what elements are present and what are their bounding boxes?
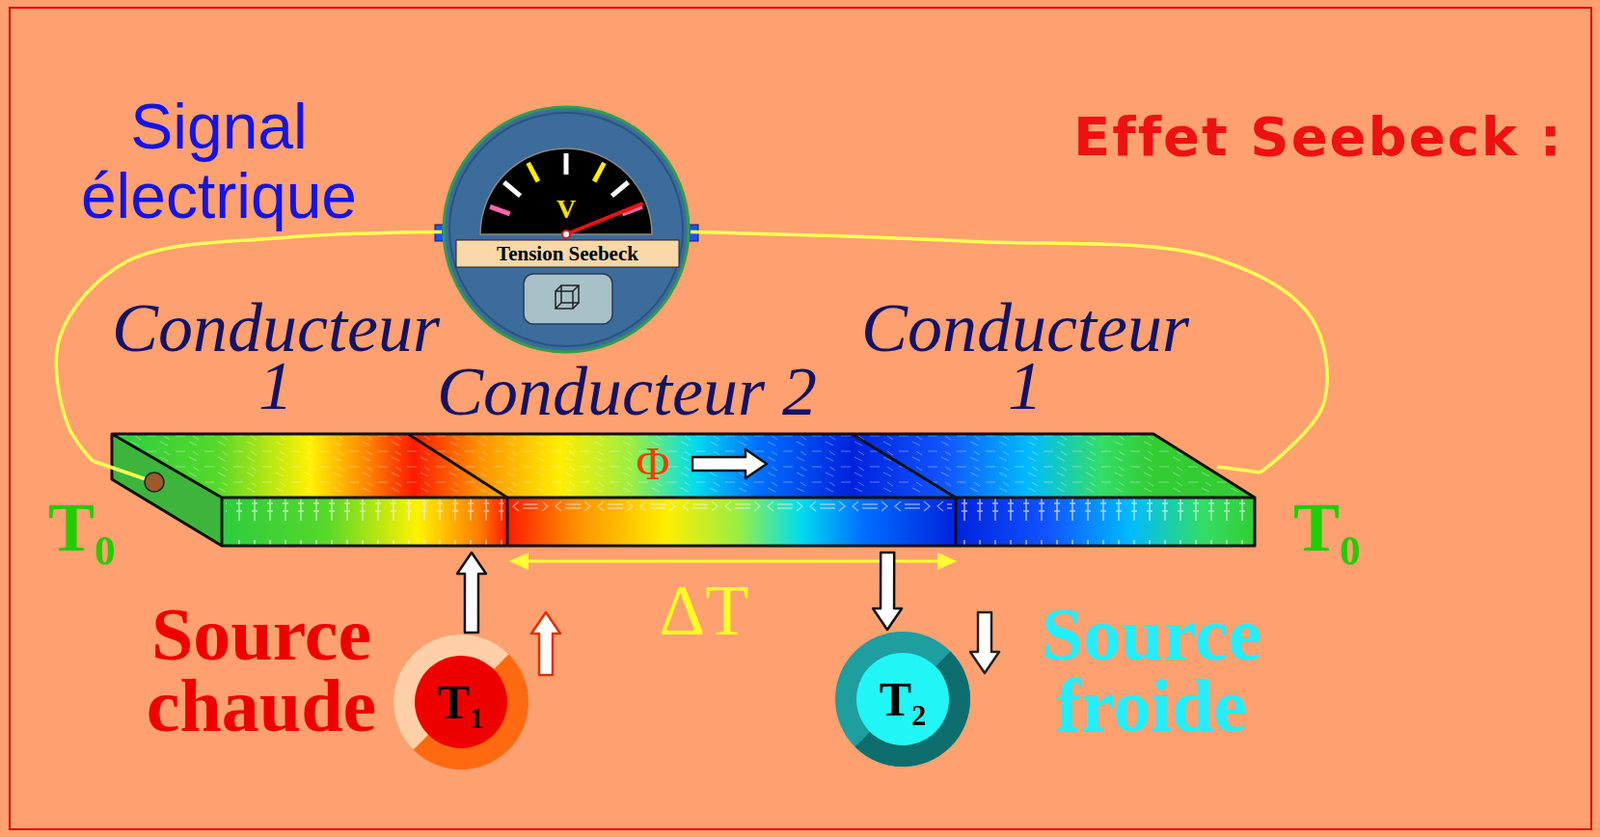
heat-flow-arrow (457, 552, 487, 633)
unit-symbol: V (441, 195, 691, 223)
conductor-segment: Conducteur 2 Φ (414, 356, 965, 553)
conductor-label: Conducteur 1 (92, 298, 460, 415)
diagram-title: Effet Seebeck : (1073, 108, 1564, 166)
voltmeter: V Tension Seebeck (441, 105, 691, 354)
needle-hub (562, 230, 570, 239)
meter-label-plate (456, 240, 679, 268)
meter-body (443, 107, 689, 353)
delta-t-arrowhead (509, 552, 529, 570)
junction-line (407, 433, 956, 546)
meter-icon-box (523, 273, 613, 325)
meter-rim (449, 112, 683, 347)
heat-in-arrow (531, 612, 561, 676)
cold-source: T₂Source froide (833, 629, 973, 769)
temperature-label: T₀ (1293, 492, 1385, 563)
source-label: Source froide (1021, 598, 1282, 742)
wire-stub (1217, 466, 1261, 473)
flux-symbol: Φ (633, 440, 673, 488)
temperature-label: T₀ (48, 492, 136, 563)
dial-tick (504, 182, 521, 196)
delta-t-arrow (524, 560, 942, 564)
surface-texture (111, 433, 1255, 498)
dial-tick (528, 162, 539, 182)
lattice-texture (225, 497, 504, 546)
conductor-2-front (507, 497, 956, 546)
heat-flow-arrow (872, 552, 902, 630)
delta-t-label: ΔT (641, 574, 767, 647)
temperature-symbol: T₂ (833, 629, 973, 769)
conductor-1-front (221, 497, 508, 546)
meter-label: Tension Seebeck (456, 240, 679, 268)
conductor-label: Conducteur 2 (414, 356, 840, 427)
heat-out-arrow (970, 612, 1000, 674)
lattice-texture (959, 497, 1249, 546)
dial-tick (489, 206, 511, 215)
signal-label: Signal électrique (59, 91, 379, 231)
dial-tick (611, 182, 628, 196)
dial-tick (564, 153, 570, 175)
conductor-label: Conducteur 1 (841, 298, 1209, 415)
carrier-texture (511, 497, 952, 546)
conductor-1-front (955, 497, 1255, 546)
contact-dot (144, 472, 164, 492)
flux-arrow (692, 449, 767, 479)
frame-border (9, 7, 1592, 830)
temperature-symbol: T₁ (391, 632, 531, 772)
dial-tick (594, 162, 604, 182)
hot-source: Source chaudeT₁ (391, 632, 531, 772)
delta-t-arrowhead (937, 552, 957, 570)
meter-icon (555, 285, 579, 309)
wire (690, 232, 1328, 473)
meter-needle (566, 204, 642, 235)
volt-outline (441, 105, 691, 354)
source-label: Source chaude (131, 598, 392, 742)
bar-outline (111, 433, 1255, 546)
conductor-segment: Conducteur 1 (841, 294, 1261, 553)
